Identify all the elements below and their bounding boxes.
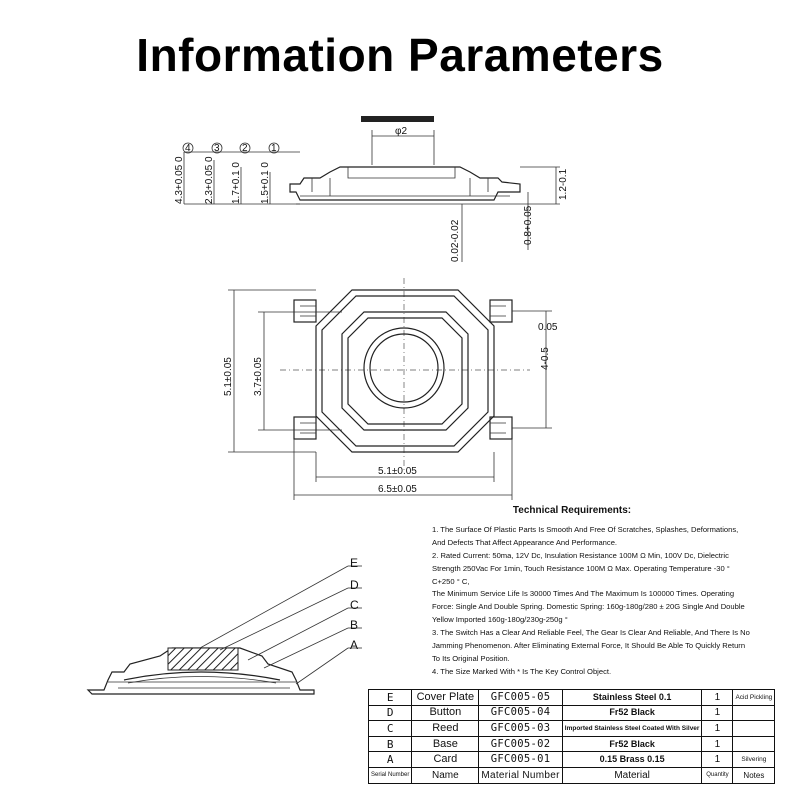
tech-item-2: 2. Rated Current: 50ma, 12V Dc, Insulati… xyxy=(432,550,730,586)
cell-notes xyxy=(732,735,776,753)
cell-quantity: 1 xyxy=(701,751,734,768)
cell-name: Cover Plate xyxy=(411,689,480,706)
label-E: E xyxy=(350,556,358,570)
callout-3: 3 xyxy=(214,143,220,154)
side-view-left-dims: 4.3+0.05 0 2.3+0.05 0 1.7+0.1 0 1.5+0.1 … xyxy=(174,142,300,205)
header-material-number: Material Number xyxy=(478,766,563,784)
tech-item-4: 4. The Size Marked With * Is The Key Con… xyxy=(432,666,612,676)
table-header-row: Serial Number Name Material Number Mater… xyxy=(367,766,776,784)
cell-quantity: 1 xyxy=(701,720,734,737)
header-serial: Serial Number xyxy=(367,766,413,784)
cell-material: Stainless Steel 0.1 xyxy=(561,689,703,706)
dim-right-pin: 4-0.5 xyxy=(540,347,551,370)
cell-material: 0.15 Brass 0.15 xyxy=(561,751,703,768)
cell-material-number: GFC005-05 xyxy=(478,689,563,706)
cell-name: Base xyxy=(411,735,480,753)
cell-material-number: GFC005-03 xyxy=(478,720,563,737)
dim-phi: φ2 xyxy=(395,126,407,137)
cell-notes: Acid Pickling xyxy=(732,689,776,706)
tech-item-3: 3. The Switch Has a Clear And Reliable F… xyxy=(432,628,750,663)
cell-material-number: GFC005-02 xyxy=(478,735,563,753)
cell-serial: B xyxy=(367,735,413,753)
callout-1: 1 xyxy=(271,143,277,154)
cell-notes xyxy=(732,720,776,737)
label-A: A xyxy=(350,638,358,652)
header-name: Name xyxy=(411,766,480,784)
cell-serial: E xyxy=(367,689,413,706)
table-row: C Reed GFC005-03 Imported Stainless Stee… xyxy=(367,720,776,737)
cell-notes xyxy=(732,704,776,722)
label-B: B xyxy=(350,618,358,632)
cell-quantity: 1 xyxy=(701,704,734,722)
dim-bottom-a: 0.02-0.02 xyxy=(450,219,461,262)
parts-table: E Cover Plate GFC005-05 Stainless Steel … xyxy=(367,689,776,784)
callout-2: 2 xyxy=(242,143,248,154)
exploded-view: E D C B A xyxy=(86,556,362,695)
tech-item-2b: The Minimum Service Life Is 30000 Times … xyxy=(432,589,745,625)
cell-material: Fr52 Black xyxy=(561,735,703,753)
cell-serial: C xyxy=(367,720,413,737)
table-row: A Card GFC005-01 0.15 Brass 0.15 1 Silve… xyxy=(367,751,776,768)
header-material: Material xyxy=(561,766,703,784)
cell-quantity: 1 xyxy=(701,689,734,706)
dim-height-outer: 5.1±0.05 xyxy=(223,357,234,396)
cell-material-number: GFC005-01 xyxy=(478,751,563,768)
table-row: D Button GFC005-04 Fr52 Black 1 xyxy=(367,704,776,722)
dim-d2: 1.7+0.1 0 xyxy=(231,162,242,204)
dim-width-body: 5.1±0.05 xyxy=(378,466,417,477)
cell-serial: A xyxy=(367,751,413,768)
button-top-bar xyxy=(361,116,434,122)
page-title: Information Parameters xyxy=(136,29,664,81)
dim-d1: 1.5+0.1 0 xyxy=(260,162,271,204)
tech-item-1: 1. The Surface Of Plastic Parts Is Smoot… xyxy=(432,524,739,547)
dim-height-inner: 3.7±0.05 xyxy=(253,357,264,396)
dim-width-total: 6.5±0.05 xyxy=(378,484,417,495)
cell-material-number: GFC005-04 xyxy=(478,704,563,722)
cell-name: Reed xyxy=(411,720,480,737)
cell-serial: D xyxy=(367,704,413,722)
dim-d3: 2.3+0.05 0 xyxy=(204,156,215,204)
dim-right-height: 1.2-0.1 xyxy=(558,168,569,200)
header-quantity: Quantity xyxy=(701,766,734,784)
side-view: φ2 4.3+0.05 0 2.3+0.05 0 1.7+0.1 0 1.5+0… xyxy=(174,116,569,262)
technical-requirements: Technical Requirements: 1. The Surface O… xyxy=(432,505,752,679)
callout-4: 4 xyxy=(185,143,191,154)
label-D: D xyxy=(350,578,359,592)
table-row: B Base GFC005-02 Fr52 Black 1 xyxy=(367,735,776,753)
cell-notes: Silvering xyxy=(732,751,776,768)
cell-name: Card xyxy=(411,751,480,768)
dim-right-pin-tol: 0.05 xyxy=(538,322,558,333)
dim-d4: 4.3+0.05 0 xyxy=(174,156,185,204)
cell-quantity: 1 xyxy=(701,735,734,753)
button-section xyxy=(167,647,239,671)
top-view: 5.1±0.05 3.7±0.05 4-0.5 0.05 5.1±0.05 6.… xyxy=(223,278,558,500)
label-C: C xyxy=(350,598,359,612)
cell-material: Imported Stainless Steel Coated With Sil… xyxy=(561,720,703,737)
technical-requirements-title: Technical Requirements: xyxy=(512,505,632,516)
header-notes: Notes xyxy=(732,766,776,784)
cell-material: Fr52 Black xyxy=(561,704,703,722)
cell-name: Button xyxy=(411,704,480,722)
dim-bottom-b: 0.8+0.05 xyxy=(523,205,534,245)
table-row: E Cover Plate GFC005-05 Stainless Steel … xyxy=(367,689,776,706)
